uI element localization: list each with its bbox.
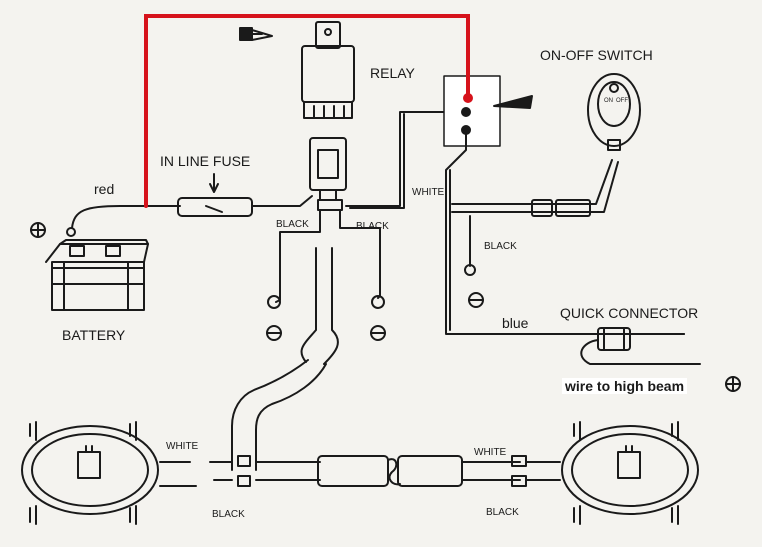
quick-connector — [580, 327, 701, 365]
on-off-switch-label: ON-OFF SWITCH — [540, 47, 653, 63]
screw-icon — [239, 27, 273, 41]
red-terminal — [463, 93, 473, 103]
blue-wire — [445, 129, 685, 335]
red-power-wire — [144, 14, 470, 208]
black-right-label: BLACK — [356, 221, 389, 232]
bottom-harness — [255, 461, 321, 481]
relay-socket — [309, 137, 347, 211]
white-wire-label: WHITE — [412, 187, 445, 198]
black-wire-left — [275, 209, 321, 303]
switch-cable — [451, 159, 613, 205]
switch-on-text: ON — [604, 98, 613, 104]
relay-label: RELAY — [370, 65, 415, 81]
white-right-lamp-label: WHITE — [474, 447, 507, 458]
switch-block — [443, 75, 533, 147]
high-beam-label: wire to high beam — [562, 378, 688, 394]
relay-icon — [301, 21, 355, 119]
left-fog-lamp-icon — [21, 421, 197, 525]
battery-label: BATTERY — [62, 327, 126, 343]
in-line-fuse-label: IN LINE FUSE — [160, 153, 251, 169]
blue-wire-label: blue — [502, 315, 529, 331]
black-switch-label: BLACK — [484, 241, 517, 252]
battery-wire — [71, 205, 181, 229]
right-fog-lamp-icon — [561, 421, 699, 525]
black-bottom-left-label: BLACK — [212, 509, 245, 520]
switch-off-text: OFF — [616, 98, 628, 104]
battery-icon — [45, 239, 149, 311]
black-left-label: BLACK — [276, 219, 309, 230]
on-off-switch-icon — [587, 73, 641, 151]
quick-connector-label: QUICK CONNECTOR — [560, 305, 699, 321]
black-bottom-right-label: BLACK — [486, 507, 519, 518]
harness-trunk — [300, 247, 317, 363]
inline-fuse — [177, 197, 253, 217]
red-wire-label: red — [94, 181, 115, 197]
fuse-to-relay-wire — [251, 195, 313, 207]
relay-to-switch-wire — [345, 111, 459, 207]
white-left-lamp-label: WHITE — [166, 441, 199, 452]
fuse-arrow-icon — [209, 173, 219, 193]
left-lamp-connector — [209, 461, 233, 481]
